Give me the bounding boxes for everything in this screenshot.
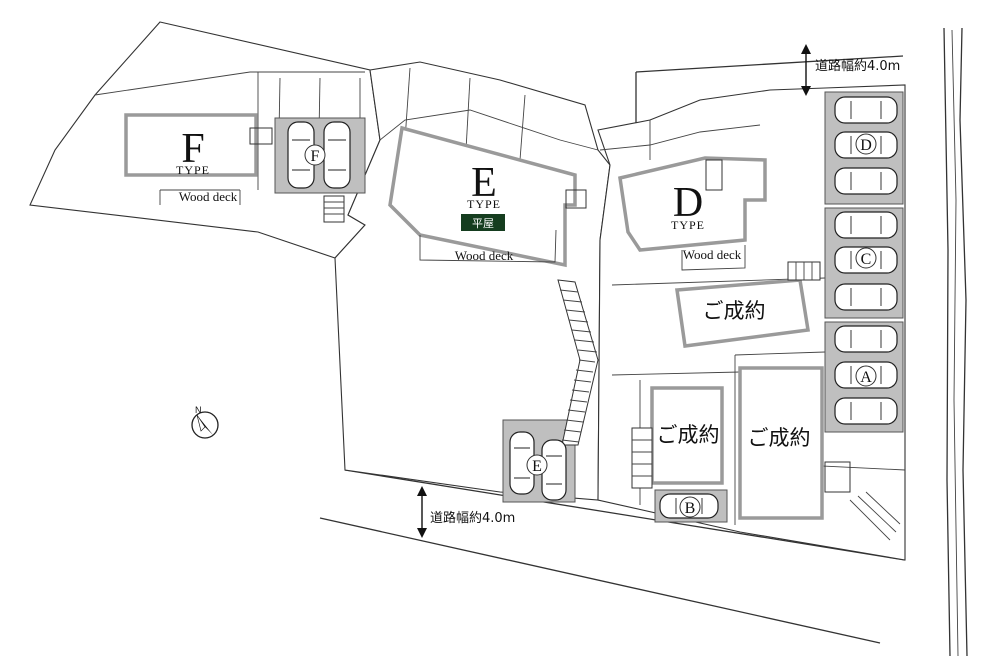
unit-e-badge: 平屋 bbox=[472, 217, 494, 230]
house-f bbox=[124, 113, 273, 205]
parking-label-e: E bbox=[532, 458, 542, 475]
car-c-3 bbox=[834, 283, 898, 311]
car-d-1 bbox=[834, 96, 898, 124]
car-a-1 bbox=[834, 325, 898, 353]
parking-label-d: D bbox=[860, 137, 872, 154]
unit-f-labels: F TYPE Wood deck bbox=[176, 126, 238, 204]
north-arrow-icon: N bbox=[191, 405, 219, 439]
parking-label-a: A bbox=[860, 369, 872, 386]
unit-f-letter: F bbox=[181, 126, 204, 172]
east-road-label: 道路幅約4.0m bbox=[815, 58, 900, 74]
car-d-3 bbox=[834, 167, 898, 195]
parking-label-b: B bbox=[685, 500, 696, 517]
car-a-3 bbox=[834, 397, 898, 425]
parking-label-f: F bbox=[311, 148, 320, 165]
stairs bbox=[323, 195, 901, 541]
unit-e-labels: E TYPE 平屋 Wood deck bbox=[455, 160, 514, 263]
east-road bbox=[635, 27, 968, 656]
unit-d-letter: D bbox=[673, 180, 703, 226]
south-road bbox=[319, 469, 906, 644]
east-road-dimension: 道路幅約4.0m bbox=[801, 44, 900, 96]
car-f-1 bbox=[287, 121, 315, 189]
unit-d-type: TYPE bbox=[671, 218, 705, 232]
unit-f-deck: Wood deck bbox=[179, 189, 238, 204]
hiraya-badge bbox=[461, 214, 505, 231]
house-e bbox=[388, 125, 587, 268]
unit-d-deck: Wood deck bbox=[683, 247, 742, 262]
sold-building-3 bbox=[738, 366, 851, 520]
car-f-2 bbox=[323, 121, 351, 189]
unit-d-labels: D TYPE Wood deck bbox=[671, 180, 742, 262]
south-road-label: 道路幅約4.0m bbox=[430, 510, 515, 526]
unit-f-type: TYPE bbox=[176, 163, 210, 177]
car-c-1 bbox=[834, 211, 898, 239]
sold-label-2: ご成約 bbox=[657, 423, 720, 447]
car-e-2 bbox=[541, 439, 567, 501]
parking-labels: F E B D C A bbox=[304, 133, 877, 518]
house-d bbox=[618, 156, 767, 271]
sold-building-2 bbox=[650, 386, 724, 485]
sold-building-1 bbox=[675, 278, 811, 348]
parking-label-c: C bbox=[861, 251, 872, 268]
unit-e-letter: E bbox=[471, 160, 497, 206]
north-letter: N bbox=[195, 405, 202, 415]
unit-e-deck: Wood deck bbox=[455, 248, 514, 263]
south-road-dimension: 道路幅約4.0m bbox=[417, 486, 515, 538]
sold-label-3: ご成約 bbox=[748, 426, 811, 450]
unit-e-type: TYPE bbox=[467, 197, 501, 211]
sold-label-1: ご成約 bbox=[703, 299, 766, 323]
